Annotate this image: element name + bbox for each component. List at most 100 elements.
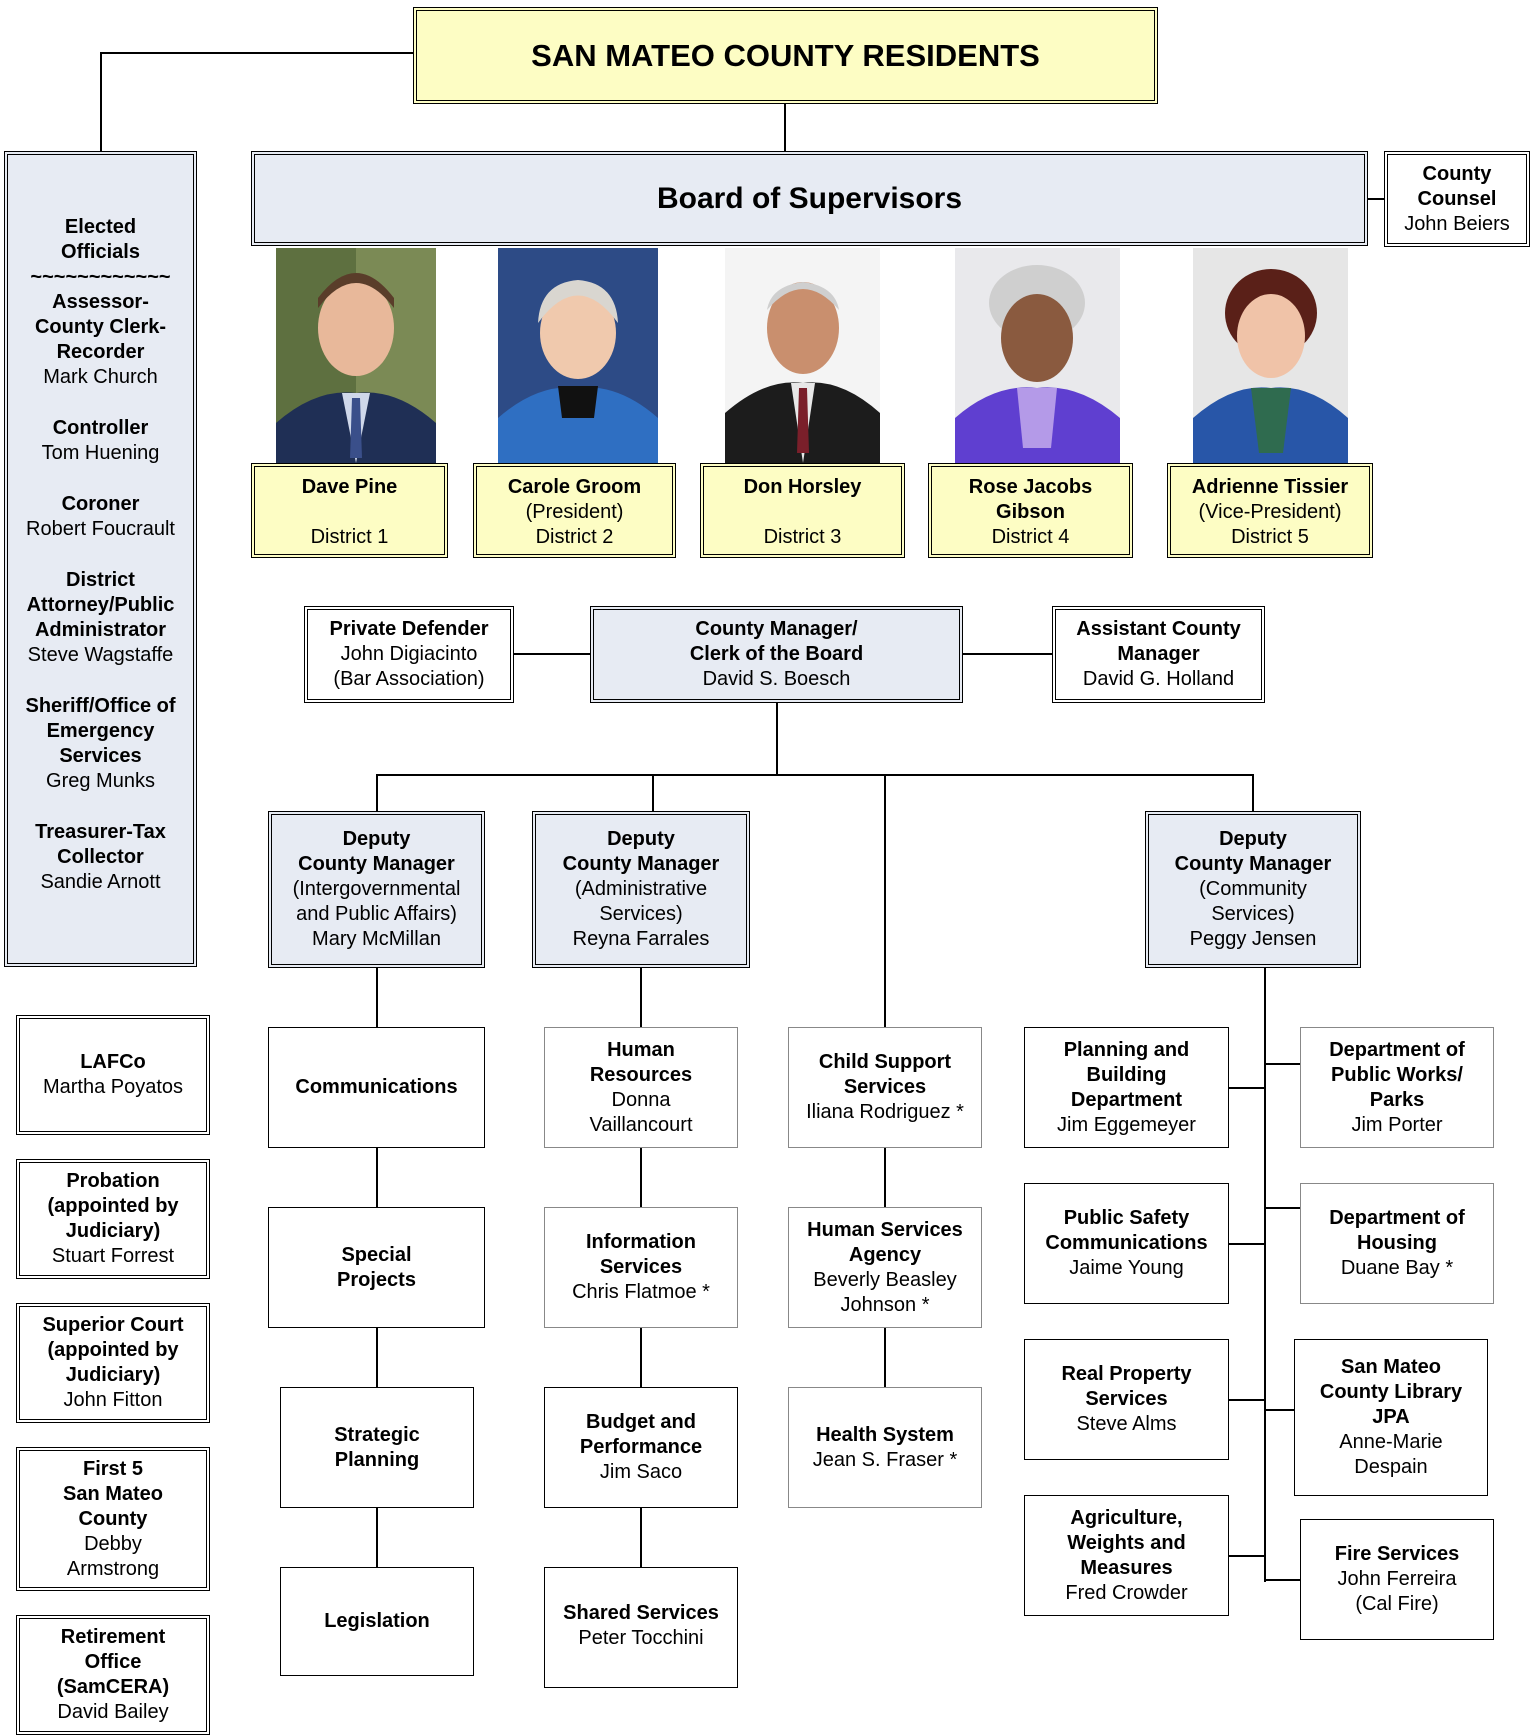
official-title: District: [66, 569, 135, 591]
official-name: Greg Munks: [46, 770, 155, 792]
box-name: Jaime Young: [1069, 1257, 1184, 1279]
deputy-cm-intergovernmental: Deputy County Manager (Intergovernmental…: [268, 811, 485, 968]
box-name: Despain: [1354, 1456, 1428, 1478]
box-title: Information: [586, 1231, 696, 1253]
official-title: Coroner: [61, 493, 140, 515]
official-title: County Clerk-: [34, 316, 167, 338]
box-title: Retirement: [60, 1626, 166, 1648]
fire-services-box: Fire Services John Ferreira (Cal Fire): [1300, 1519, 1494, 1640]
box-title: Communications: [1045, 1232, 1208, 1254]
box-title: Child Support: [818, 1051, 952, 1073]
box-name: Jim Saco: [599, 1461, 683, 1483]
official-title: Sheriff/Office of: [25, 695, 176, 717]
connector: [376, 1146, 378, 1208]
supervisor-name: Gibson: [996, 501, 1065, 523]
box-name: Iliana Rodriguez *: [806, 1101, 964, 1123]
probation-box: Probation (appointed by Judiciary) Stuar…: [16, 1159, 210, 1279]
box-title: Parks: [1369, 1088, 1425, 1111]
box-name: Donna: [611, 1088, 671, 1111]
information-services-box: Information Services Chris Flatmoe *: [544, 1207, 738, 1328]
supervisor-photo-2: [498, 248, 658, 463]
box-title: (appointed by: [47, 1195, 179, 1217]
connector: [1252, 774, 1254, 814]
shared-services-box: Shared Services Peter Tocchini: [544, 1567, 738, 1688]
connector: [884, 774, 886, 1028]
legislation-box: Legislation: [280, 1567, 474, 1676]
box-name: (Cal Fire): [1355, 1593, 1439, 1615]
connector: [376, 966, 378, 1028]
box-name: John Fitton: [63, 1389, 163, 1411]
box-title: Agency: [848, 1243, 922, 1266]
board-title: Board of Supervisors: [656, 182, 963, 215]
connector: [376, 1326, 378, 1388]
human-resources-box: Human Resources Donna Vaillancourt: [544, 1027, 738, 1148]
box-title: Special: [341, 1243, 412, 1266]
box-title: Strategic: [334, 1423, 420, 1446]
box-title: Planning: [334, 1448, 420, 1471]
retirement-office-box: Retirement Office (SamCERA) David Bailey: [16, 1615, 210, 1735]
public-works-parks-box: Department of Public Works/ Parks Jim Po…: [1300, 1027, 1494, 1148]
connector: [1264, 1579, 1302, 1581]
first5-box: First 5 San Mateo County Debby Armstrong: [16, 1447, 210, 1591]
connector: [640, 1146, 642, 1208]
box-name: Reyna Farrales: [572, 928, 710, 950]
box-name: Martha Poyatos: [42, 1076, 184, 1098]
connector: [513, 653, 593, 655]
box-title: Services: [1085, 1388, 1168, 1410]
box-title: San Mateo: [62, 1482, 164, 1505]
box-title: (appointed by: [47, 1339, 179, 1361]
box-name: Peter Tocchini: [578, 1627, 704, 1649]
connector: [1264, 1409, 1296, 1411]
box-title: Human: [607, 1038, 675, 1061]
connector: [1264, 1063, 1302, 1065]
box-title: Assistant County: [1076, 618, 1241, 640]
box-name: Steve Alms: [1076, 1413, 1177, 1435]
county-counsel-name: John Beiers: [1404, 212, 1510, 235]
box-title: Deputy: [1219, 828, 1287, 850]
connector: [1366, 198, 1386, 200]
box-title: County Manager: [1174, 853, 1332, 875]
supervisor-district: District 4: [991, 526, 1070, 548]
box-title: Health System: [816, 1423, 954, 1446]
connector: [1264, 966, 1266, 1582]
box-title: Office: [84, 1651, 142, 1673]
box-title: Real Property: [1061, 1363, 1192, 1385]
box-title: Deputy: [607, 828, 675, 850]
box-title: Clerk of the Board: [689, 643, 864, 665]
box-title: Judiciary): [65, 1364, 161, 1386]
box-subtitle: Services): [1211, 903, 1295, 925]
housing-box: Department of Housing Duane Bay *: [1300, 1183, 1494, 1304]
box-title: Probation: [66, 1170, 160, 1192]
connector: [100, 52, 415, 54]
supervisor-district: District 5: [1231, 526, 1309, 548]
health-system-box: Health System Jean S. Fraser *: [788, 1387, 982, 1508]
residents-box: SAN MATEO COUNTY RESIDENTS: [413, 7, 1158, 104]
official-name: Sandie Arnott: [40, 871, 161, 893]
box-title: Department: [1070, 1088, 1183, 1111]
box-title: Housing: [1357, 1232, 1437, 1254]
box-title: Human Services: [807, 1218, 963, 1241]
box-title: Department of: [1329, 1038, 1465, 1061]
box-name: Chris Flatmoe *: [572, 1281, 710, 1303]
box-title: County: [78, 1507, 148, 1530]
box-name: Anne-Marie: [1339, 1431, 1443, 1453]
supervisor-photo-4: [955, 248, 1120, 463]
connector: [640, 1326, 642, 1388]
assistant-county-manager-box: Assistant County Manager David G. Hollan…: [1052, 606, 1265, 703]
box-title: Public Works/: [1331, 1063, 1463, 1086]
county-counsel-box: County Counsel John Beiers: [1384, 151, 1530, 247]
box-title: County Manager: [562, 853, 720, 875]
box-name: Fred Crowder: [1065, 1581, 1188, 1604]
box-title: Private Defender: [329, 618, 489, 640]
box-note: (Bar Association): [333, 668, 485, 690]
elected-heading: Officials: [61, 241, 140, 263]
official-name: Mark Church: [43, 366, 158, 388]
supervisor-card-2: Carole Groom (President) District 2: [473, 463, 676, 558]
supervisor-name: Dave Pine: [301, 476, 398, 498]
box-title: Fire Services: [1334, 1543, 1460, 1565]
box-title: Agriculture,: [1070, 1506, 1183, 1529]
box-title: County Manager: [298, 853, 455, 875]
box-name: Vaillancourt: [589, 1113, 693, 1136]
box-name: Jim Porter: [1351, 1113, 1443, 1136]
box-title: Planning and: [1063, 1038, 1190, 1061]
